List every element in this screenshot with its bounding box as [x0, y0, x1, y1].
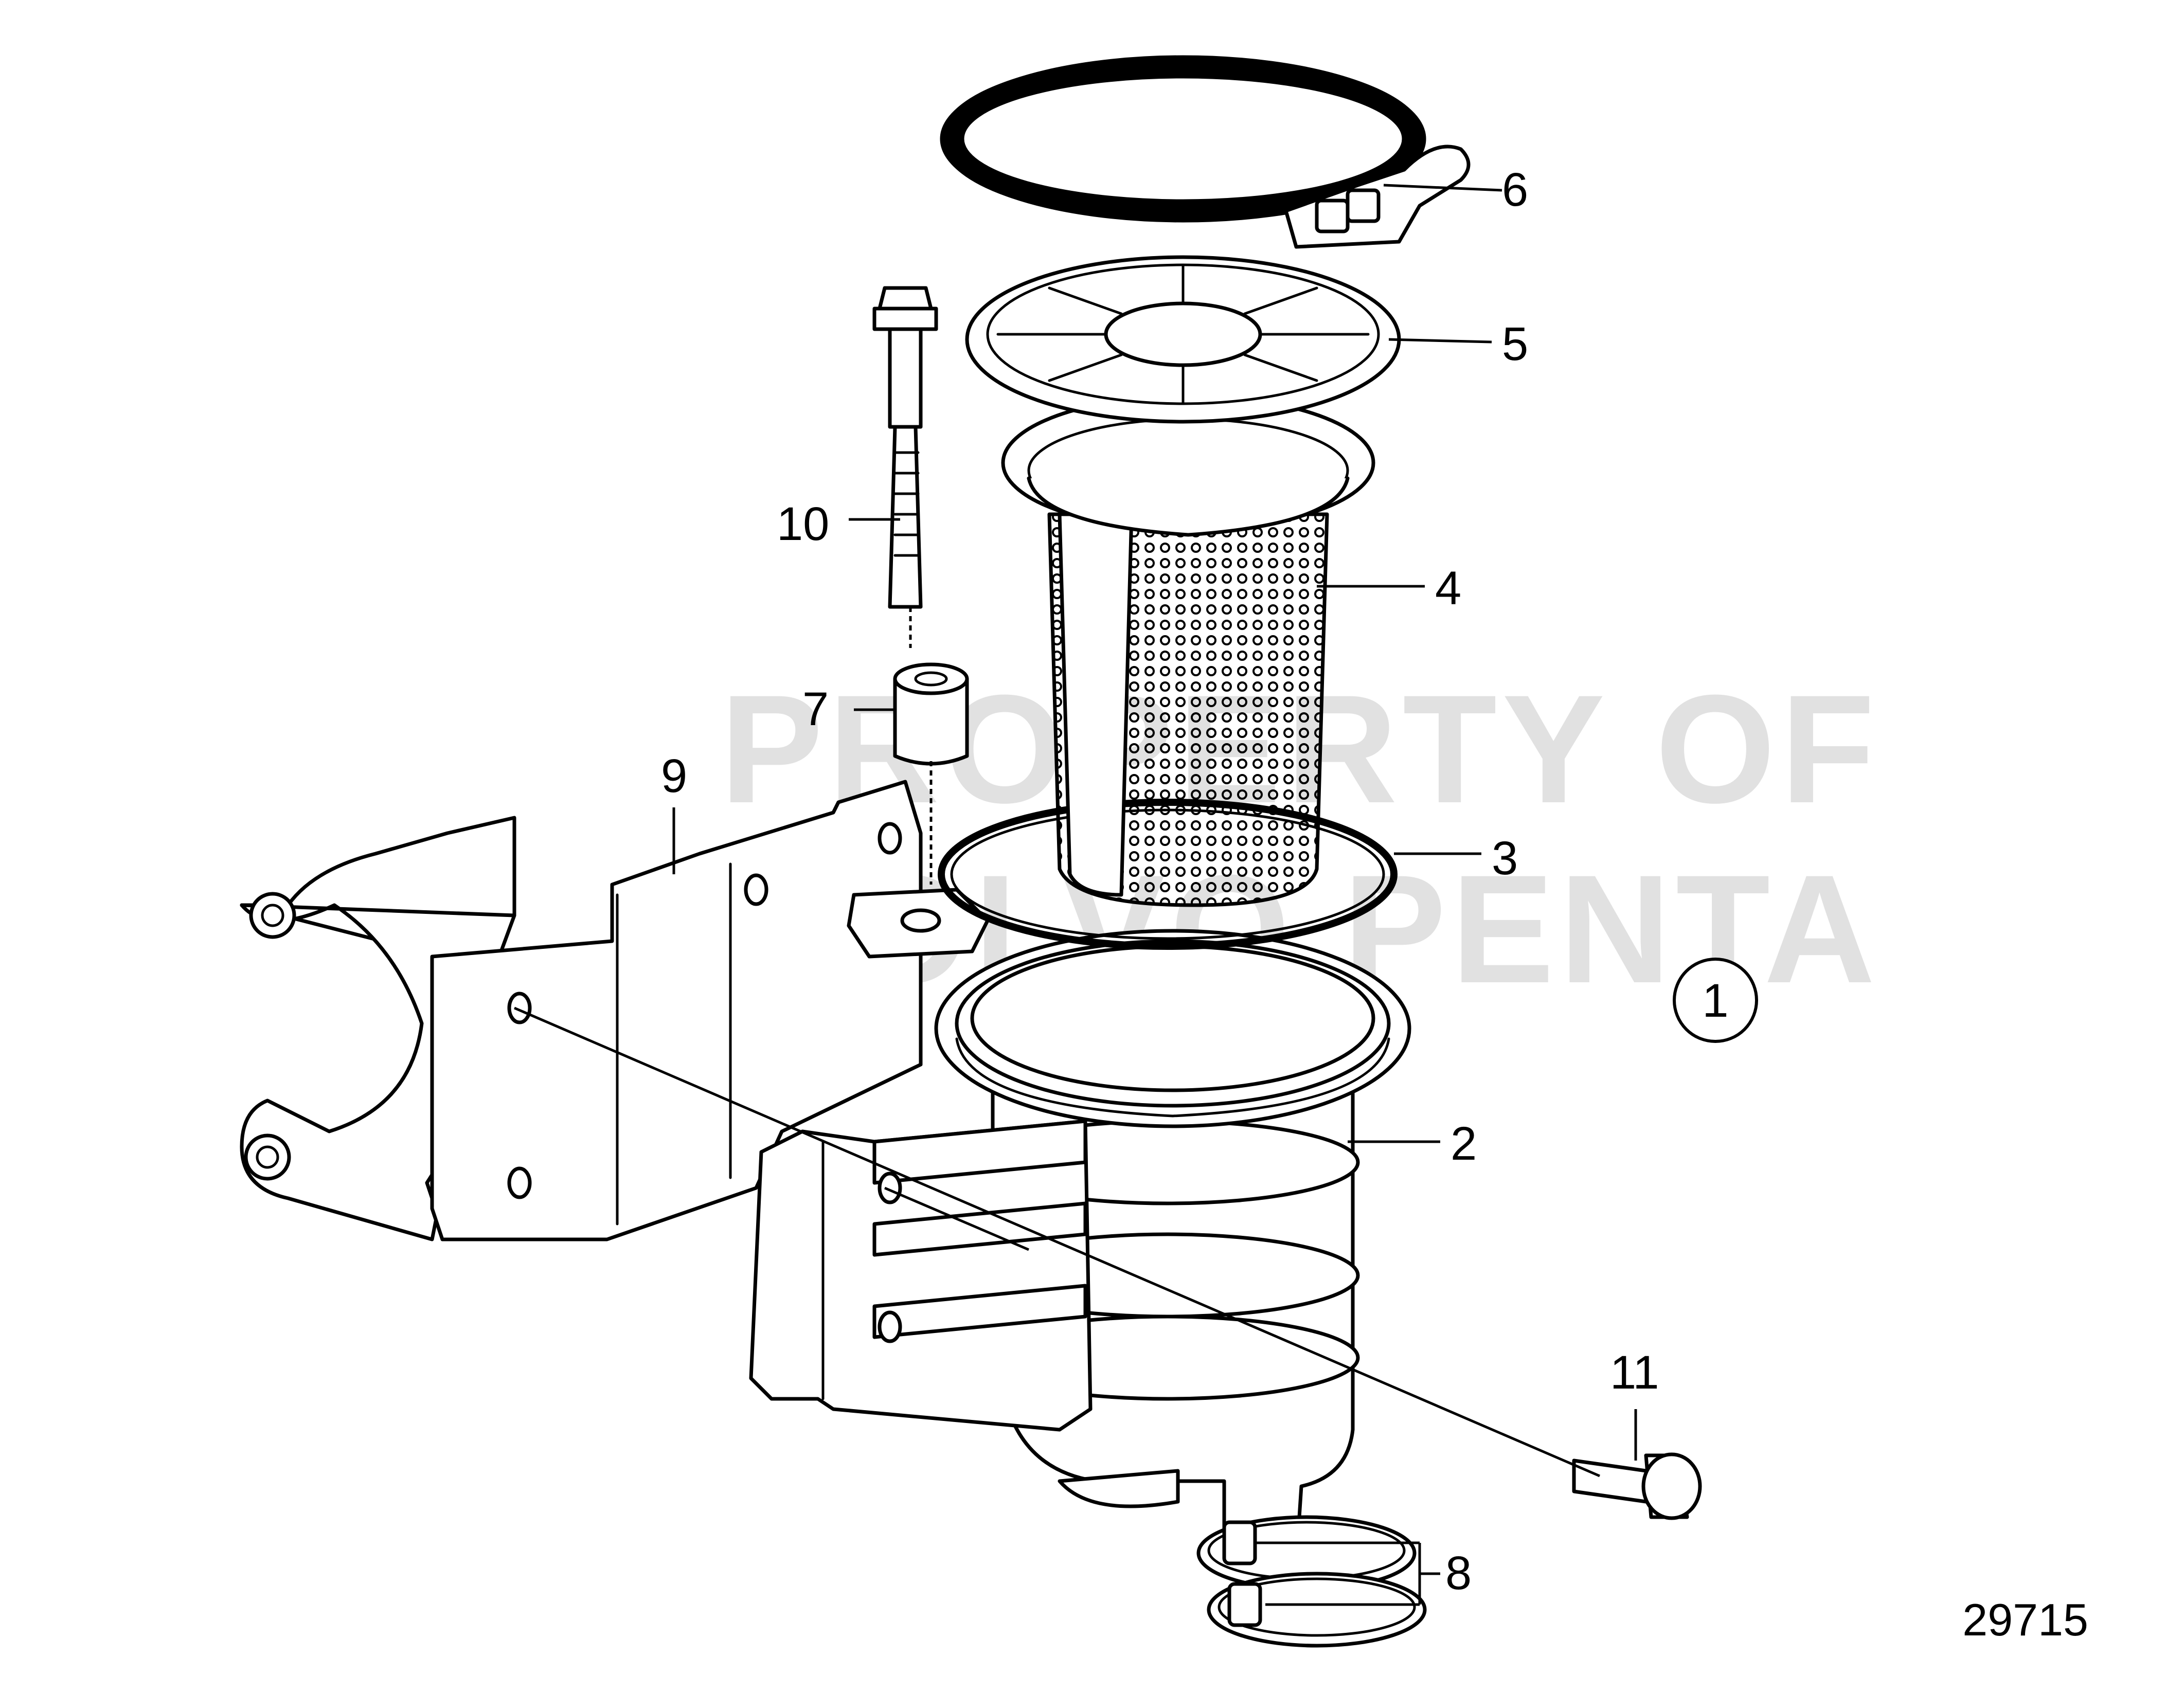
- callout-6: 6: [1502, 164, 1528, 216]
- group-marker: 1: [1673, 958, 1758, 1043]
- callout-3: 3: [1492, 832, 1518, 885]
- hose-clamps-part-8: [1196, 1515, 1427, 1648]
- callout-10: 10: [777, 498, 829, 550]
- callout-7: 7: [802, 683, 829, 735]
- callout-4: 4: [1435, 562, 1461, 615]
- callout-11: 11: [1610, 1346, 1659, 1399]
- group-marker-number: 1: [1702, 975, 1728, 1027]
- drawing-number: 29715: [1962, 1594, 2088, 1645]
- clamp-ring-part-6: [940, 55, 1471, 249]
- cover-part-5: [965, 255, 1401, 424]
- spacer-part-7: [893, 662, 969, 885]
- callout-8: 8: [1445, 1547, 1472, 1599]
- callout-2: 2: [1451, 1118, 1477, 1170]
- leader-lines: [514, 184, 1637, 1606]
- bolt-part-10: [872, 286, 938, 648]
- strainer-basket-part-4: [1001, 394, 1375, 907]
- screw-part-11: [1572, 1452, 1702, 1520]
- callout-9: 9: [661, 750, 687, 802]
- bracket-front-clamp: [749, 1119, 1093, 1432]
- callout-labels: 6 5 10 4 7 9 3 2 11 8: [661, 164, 1659, 1599]
- bracket-part-9: [240, 780, 990, 1241]
- group-marker-circle: [1673, 958, 1758, 1043]
- callout-5: 5: [1502, 318, 1528, 370]
